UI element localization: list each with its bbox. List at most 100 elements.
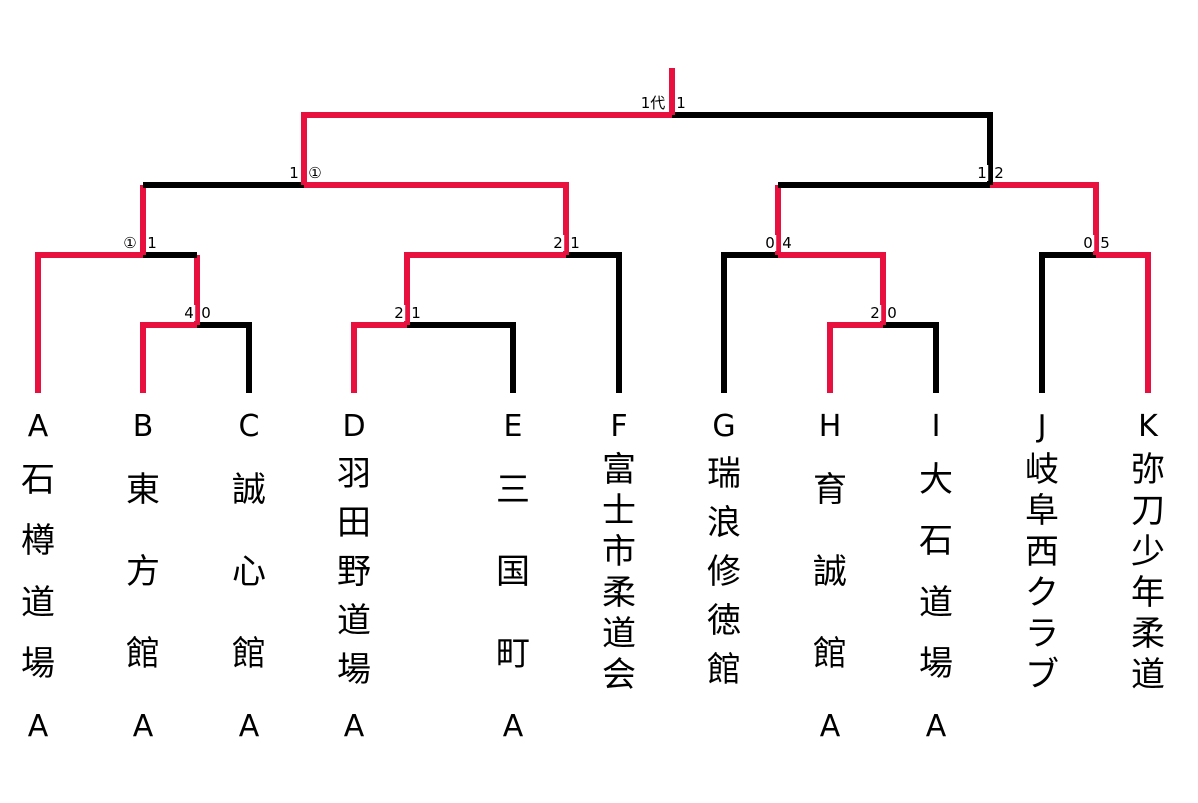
- team-suffix: A: [819, 709, 841, 744]
- team-g: G 瑞浪修徳館: [689, 405, 759, 745]
- team-name-char: 年: [1131, 572, 1165, 613]
- team-name-char: 館: [126, 634, 160, 674]
- team-letter: E: [503, 409, 523, 444]
- bracket-line-b: [140, 322, 197, 393]
- team-name-char: 弥: [1131, 449, 1165, 490]
- team-suffix: A: [27, 709, 49, 744]
- team-name-char: 浪: [707, 502, 741, 543]
- team-name-char: 野: [337, 551, 371, 592]
- team-name-char: 東: [126, 470, 160, 510]
- team-name-char: 柔: [1131, 613, 1165, 654]
- tournament-bracket: [35, 68, 1151, 393]
- bracket-line-e: [407, 322, 516, 393]
- team-name: 石樽道場: [21, 449, 55, 695]
- team-e: E 三国町 A: [478, 405, 548, 745]
- team-letter: J: [1037, 409, 1047, 444]
- team-suffix: A: [502, 709, 524, 744]
- team-name-char: 館: [232, 634, 266, 674]
- team-name-char: 富: [602, 449, 636, 490]
- team-h: H 育誠館 A: [795, 405, 865, 745]
- team-name: 大石道場: [919, 449, 953, 695]
- score-ghi-left: 0: [764, 234, 776, 252]
- team-f: F 富士市柔道会: [584, 405, 654, 745]
- team-k: K 弥刀少年柔道: [1113, 405, 1183, 745]
- team-name: 岐阜西クラブ: [1025, 449, 1059, 695]
- bracket-line-g: [721, 252, 778, 393]
- score-jk-left: 0: [1082, 234, 1094, 252]
- bracket-line-hi-winner: [778, 252, 886, 325]
- team-name-char: ク: [1025, 572, 1059, 613]
- score-ghi-right: 4: [781, 234, 793, 252]
- bracket-line-f: [566, 252, 622, 393]
- team-name: 育誠館: [813, 449, 847, 695]
- score-de-right: 1: [410, 304, 422, 322]
- score-semi-right-left: 1: [976, 164, 988, 182]
- team-name-char: 柔: [602, 572, 636, 613]
- team-name: 東方館: [126, 449, 160, 695]
- bracket-line-def-winner: [304, 182, 569, 255]
- team-i: I 大石道場 A: [901, 405, 971, 745]
- team-name: 誠心館: [232, 449, 266, 695]
- team-b: B 東方館 A: [108, 405, 178, 745]
- score-hi-left: 2: [869, 304, 881, 322]
- score-final-left: 1代: [639, 94, 667, 112]
- team-name: 羽田野道場: [337, 449, 371, 695]
- team-name-char: 道: [337, 601, 371, 642]
- team-name-char: 場: [337, 650, 371, 691]
- team-name-char: 場: [919, 644, 953, 685]
- team-name-char: 道: [602, 613, 636, 654]
- team-name-char: 館: [707, 650, 741, 691]
- team-letter: G: [712, 409, 736, 444]
- bracket-line-a: [35, 252, 143, 393]
- team-letter: K: [1138, 409, 1158, 444]
- bracket-line-i: [883, 322, 939, 393]
- team-name-char: 士: [602, 490, 636, 531]
- score-semi-left-right: ①: [307, 164, 323, 182]
- team-name-char: 西: [1025, 531, 1059, 572]
- team-name-char: 国: [496, 552, 530, 592]
- score-bc-right: 0: [200, 304, 212, 322]
- score-hi-right: 0: [886, 304, 898, 322]
- team-letter: D: [342, 409, 366, 444]
- bracket-line-c: [197, 322, 252, 393]
- bracket-line-k: [1096, 252, 1151, 393]
- team-name-char: 市: [602, 531, 636, 572]
- team-name-char: 方: [126, 552, 160, 592]
- bracket-line-de-winner: [404, 252, 566, 325]
- team-name: 三国町: [496, 449, 530, 695]
- team-name-char: 刀: [1131, 490, 1165, 531]
- team-name-char: 誠: [232, 470, 266, 510]
- team-name-char: ブ: [1025, 654, 1059, 695]
- team-name: 瑞浪修徳館: [707, 449, 741, 695]
- team-suffix: A: [925, 709, 947, 744]
- score-def-right: 1: [569, 234, 581, 252]
- team-letter: F: [610, 409, 628, 444]
- team-name-char: 岐: [1025, 449, 1059, 490]
- team-name-char: 大: [919, 459, 953, 500]
- bracket-line-semi-left-winner: [301, 112, 672, 185]
- score-semi-right-right: 2: [993, 164, 1005, 182]
- team-name-char: 会: [602, 654, 636, 695]
- score-jk-right: 5: [1099, 234, 1111, 252]
- score-abc-left: ①: [122, 234, 138, 252]
- team-name-char: 石: [919, 521, 953, 562]
- team-suffix: A: [343, 709, 365, 744]
- score-def-left: 2: [552, 234, 564, 252]
- team-suffix: A: [132, 709, 154, 744]
- team-name-char: 誠: [813, 552, 847, 592]
- team-letter: H: [818, 409, 842, 444]
- bracket-line-semi-right: [672, 112, 993, 185]
- team-name-char: 田: [337, 502, 371, 543]
- team-name-char: 阜: [1025, 490, 1059, 531]
- score-final-right: 1: [675, 94, 687, 112]
- team-a: A 石樽道場 A: [3, 405, 73, 745]
- team-name-char: 心: [232, 552, 266, 592]
- bracket-line-jk-winner: [990, 182, 1099, 255]
- bracket-line-h: [827, 322, 883, 393]
- team-letter: B: [132, 409, 154, 444]
- team-name-char: 道: [21, 582, 55, 623]
- team-letter: A: [27, 409, 49, 444]
- team-name-char: 石: [21, 459, 55, 500]
- team-name: 富士市柔道会: [602, 449, 636, 695]
- team-name-char: 三: [496, 470, 530, 510]
